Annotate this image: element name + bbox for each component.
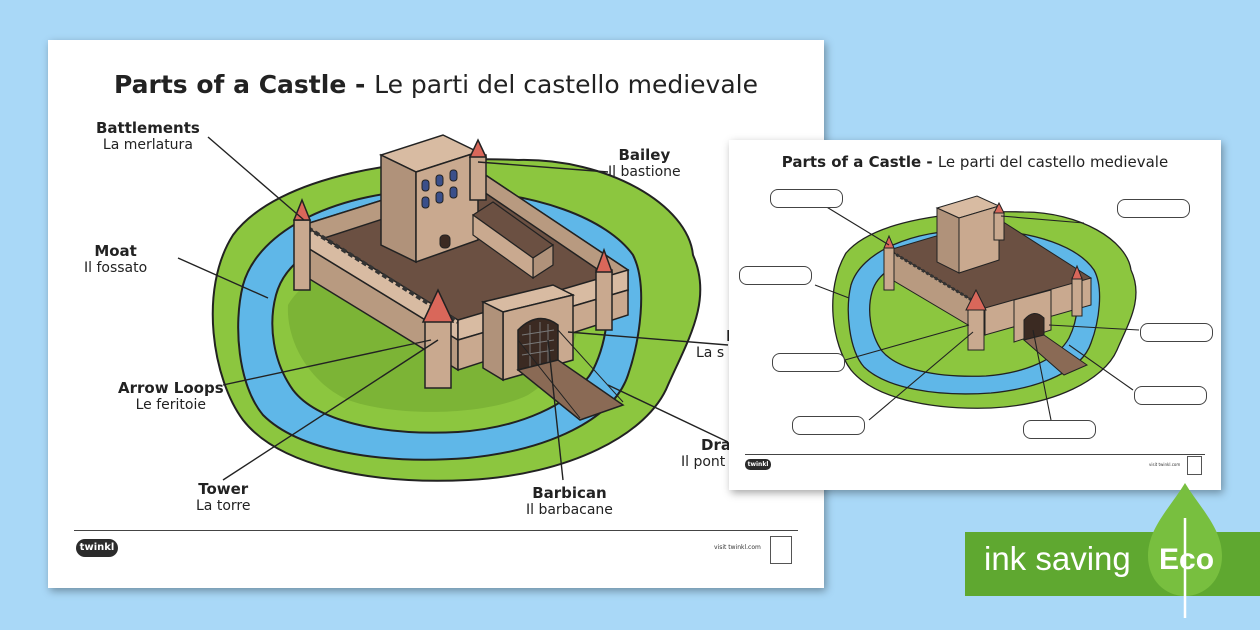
answer-box-arrow-loops[interactable] — [772, 353, 845, 372]
label-tower: Tower La torre — [196, 480, 251, 515]
eco-footer-divider — [745, 454, 1205, 455]
label-barbican: Barbican Il barbacane — [526, 484, 613, 519]
eco-title-it: Le parti del castello medievale — [937, 153, 1169, 171]
ink-saving-label: ink saving — [984, 540, 1131, 577]
label-it: La torre — [196, 498, 251, 515]
quality-badge — [770, 536, 792, 564]
label-it: Le feritoie — [135, 397, 206, 414]
label-en: Arrow Loops — [118, 379, 224, 397]
label-arrow-loops: Arrow Loops Le feritoie — [118, 379, 224, 414]
label-en: Tower — [198, 480, 249, 498]
answer-box-drawbridge[interactable] — [1134, 386, 1207, 405]
label-bailey: Bailey Il bastione — [608, 146, 681, 181]
leaf-icon — [1148, 483, 1222, 618]
label-it: La merlatura — [102, 137, 193, 154]
main-title-sep: - — [346, 70, 375, 99]
answer-box-portcullis[interactable] — [1140, 323, 1213, 342]
castle-illustration-small — [814, 195, 1140, 421]
answer-box-barbican[interactable] — [1023, 420, 1096, 439]
main-title-it: Le parti del castello medievale — [374, 70, 758, 99]
answer-box-tower[interactable] — [792, 416, 865, 435]
eco-badge-label: Eco — [1159, 543, 1215, 576]
castle-illustration — [177, 134, 729, 482]
label-battlements: Battlements La merlatura — [96, 119, 200, 154]
quality-badge — [1187, 456, 1202, 475]
twinkl-logo: twinkl — [745, 459, 771, 470]
answer-box-moat[interactable] — [739, 266, 812, 285]
label-en: Dra — [701, 436, 731, 454]
visit-text: visit twinkl.com — [714, 544, 761, 551]
label-it: Il pont — [681, 454, 726, 471]
label-en: Barbican — [532, 484, 607, 502]
label-it: Il barbacane — [526, 502, 613, 519]
main-title: Parts of a Castle - Le parti del castell… — [48, 70, 824, 99]
label-en: Battlements — [96, 119, 200, 137]
label-en: Bailey — [618, 146, 671, 164]
label-en: Moat — [94, 242, 137, 260]
twinkl-logo: twinkl — [76, 539, 118, 557]
label-drawbridge: Dra Il pont — [681, 436, 731, 471]
answer-box-battlements[interactable] — [770, 189, 843, 208]
footer-divider — [74, 530, 798, 531]
main-worksheet: Parts of a Castle - Le parti del castell… — [48, 40, 824, 588]
main-title-en: Parts of a Castle — [114, 70, 347, 99]
label-it: La s — [696, 345, 725, 362]
label-it: Il fossato — [84, 260, 148, 277]
eco-worksheet: Parts of a Castle - Le parti del castell… — [729, 140, 1221, 490]
eco-title: Parts of a Castle - Le parti del castell… — [729, 153, 1221, 171]
eco-title-en: Parts of a Castle — [781, 153, 922, 171]
visit-text: visit twinkl.com — [1149, 462, 1181, 467]
eco-title-sep: - — [921, 153, 938, 171]
answer-box-bailey[interactable] — [1117, 199, 1190, 218]
label-moat: Moat Il fossato — [84, 242, 148, 277]
label-it: Il bastione — [608, 164, 681, 181]
